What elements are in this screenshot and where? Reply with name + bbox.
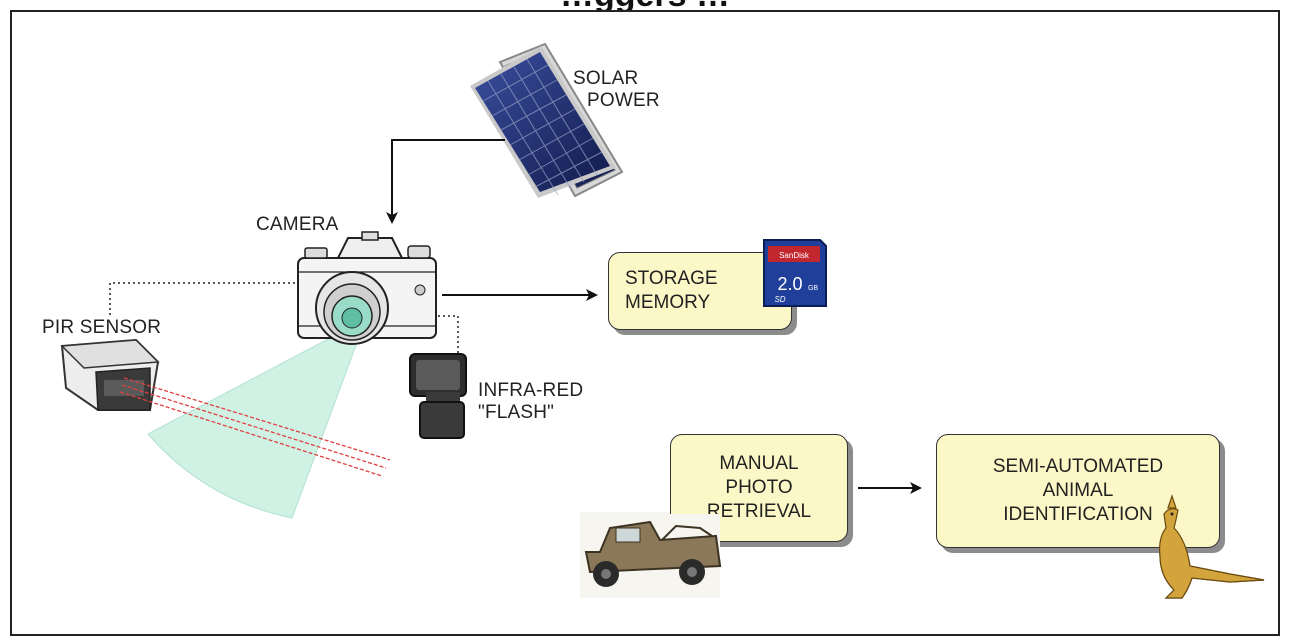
manual-photo-retrieval-box: MANUAL PHOTO RETRIEVAL — [670, 434, 848, 542]
semi-automated-identification-box: SEMI-AUTOMATED ANIMAL IDENTIFICATION — [936, 434, 1220, 548]
arrow-solar-to-camera — [386, 139, 505, 224]
pir-sensor-label: PIR SENSOR — [42, 317, 162, 338]
camera-label: CAMERA — [256, 214, 339, 235]
storage-memory-box: STORAGE MEMORY — [608, 252, 792, 330]
svg-text:GB: GB — [807, 285, 817, 292]
ir-beam — [119, 377, 391, 477]
infra-red-flash-label: INFRA-RED "FLASH" — [478, 380, 584, 423]
infra-red-flash-icon — [409, 353, 467, 439]
camera-icon — [297, 231, 437, 345]
pir-sensor-icon — [60, 338, 160, 411]
detection-cone — [147, 337, 359, 519]
solar-power-label: SOLAR POWER — [573, 68, 660, 111]
solar-panel-icon — [470, 42, 624, 198]
dotted-connectors — [109, 282, 459, 356]
